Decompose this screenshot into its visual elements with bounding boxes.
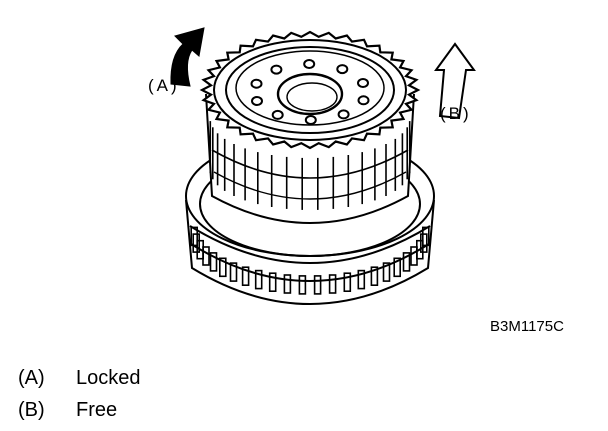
drum-slot [190,226,198,247]
clutch-drum-illustration [170,27,476,305]
legend: (A) Locked (B) Free [18,367,141,431]
drum-slot [382,262,391,282]
legend-row-b: (B) Free [18,399,141,431]
drum-slot [402,252,411,272]
drum-slot [254,269,263,290]
drum-slot [357,269,366,290]
callout-a-label: (A) [148,76,180,95]
drum-slot [415,239,424,260]
drum-slot [313,275,322,295]
bolt-hole [250,78,263,89]
drum-slot [209,252,218,272]
hub-top-face [199,30,421,150]
bolt-hole [304,115,317,125]
drum-slot [393,257,402,278]
legend-key: (B) [18,399,45,421]
drum-slot [328,274,337,294]
drum-slot [202,246,210,266]
upper-hub-splines [209,121,411,210]
figure-code: B3M1175C [490,318,564,335]
drum-slot [219,257,227,278]
callout-b-label: (B) [440,104,472,123]
drum-slot [268,272,277,293]
bolt-hole [357,78,369,88]
bolt-hole [270,64,283,75]
bolt-hole [271,109,284,120]
bolt-hole [336,64,349,75]
legend-label: Locked [76,367,141,389]
drum-slot [419,233,428,253]
drum-slot [298,275,307,295]
drum-slot [421,226,430,247]
lower-drum-splines [190,226,430,295]
drum-slot [241,266,250,287]
arrow-b-free [434,42,476,120]
arrow-a-locked [170,27,205,87]
bolt-hole [357,95,370,106]
drum-slot [343,272,352,293]
drum-slot [229,262,238,282]
bolt-hole [303,59,316,69]
drum-slot [283,274,292,294]
drum-slot [370,266,379,287]
bolt-hole [337,109,350,120]
drum-slot [192,233,200,253]
bolt-hole [251,96,263,106]
legend-row-a: (A) Locked [18,367,141,399]
legend-key: (A) [18,367,45,389]
legend-label: Free [76,399,118,421]
